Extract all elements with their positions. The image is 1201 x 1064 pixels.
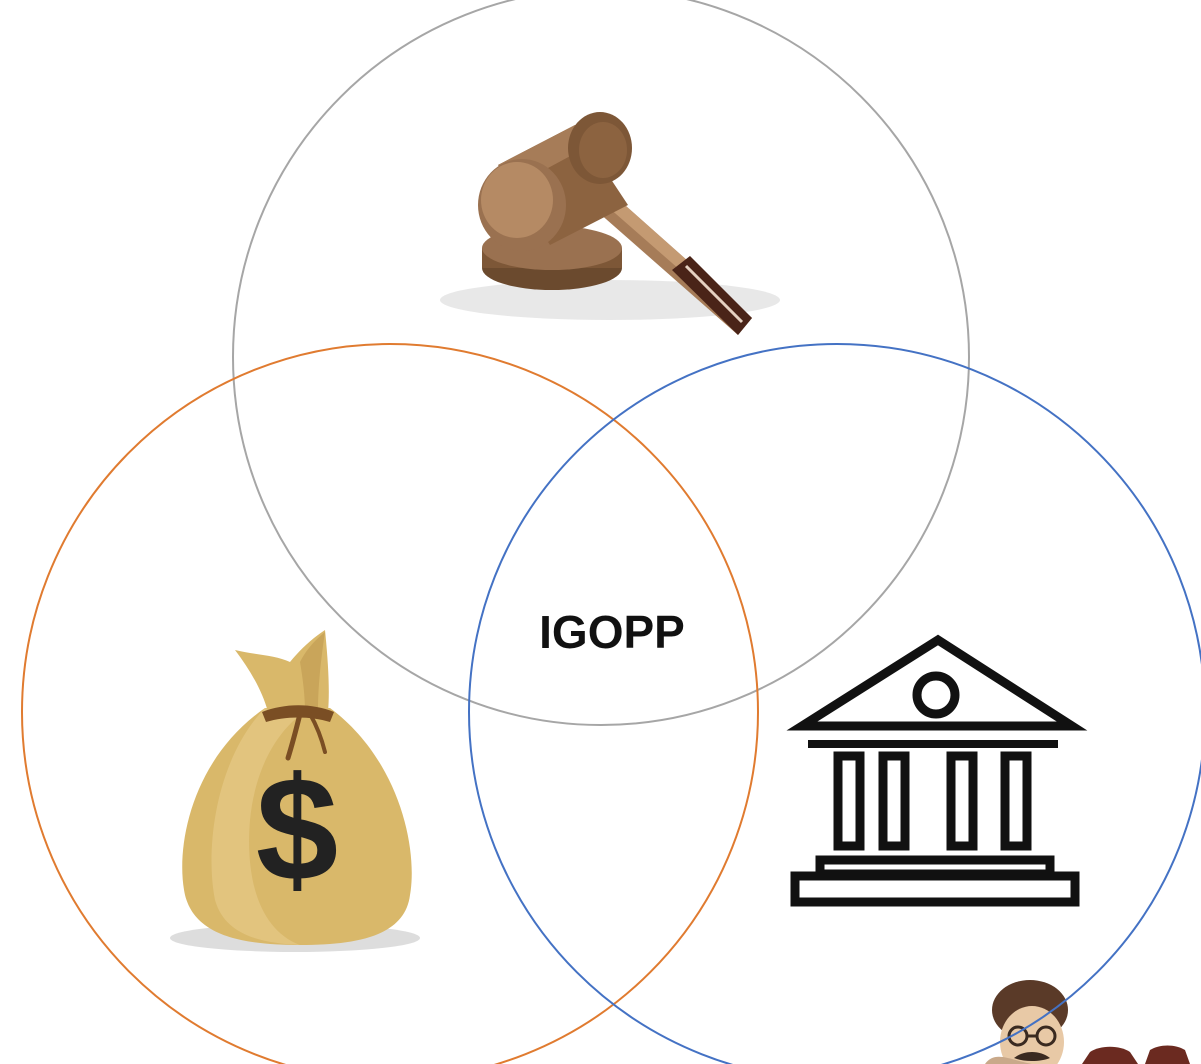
- gavel-icon: [440, 112, 780, 335]
- money-bag-icon: $: [170, 630, 420, 952]
- center-label: IGOPP: [539, 606, 685, 658]
- left-circle: [21, 343, 759, 1064]
- portrait-logo: [985, 980, 1190, 1064]
- top-circle: [232, 0, 970, 726]
- government-building-icon: [786, 634, 1088, 907]
- right-circle: [468, 343, 1201, 1064]
- dollar-sign: $: [256, 747, 338, 912]
